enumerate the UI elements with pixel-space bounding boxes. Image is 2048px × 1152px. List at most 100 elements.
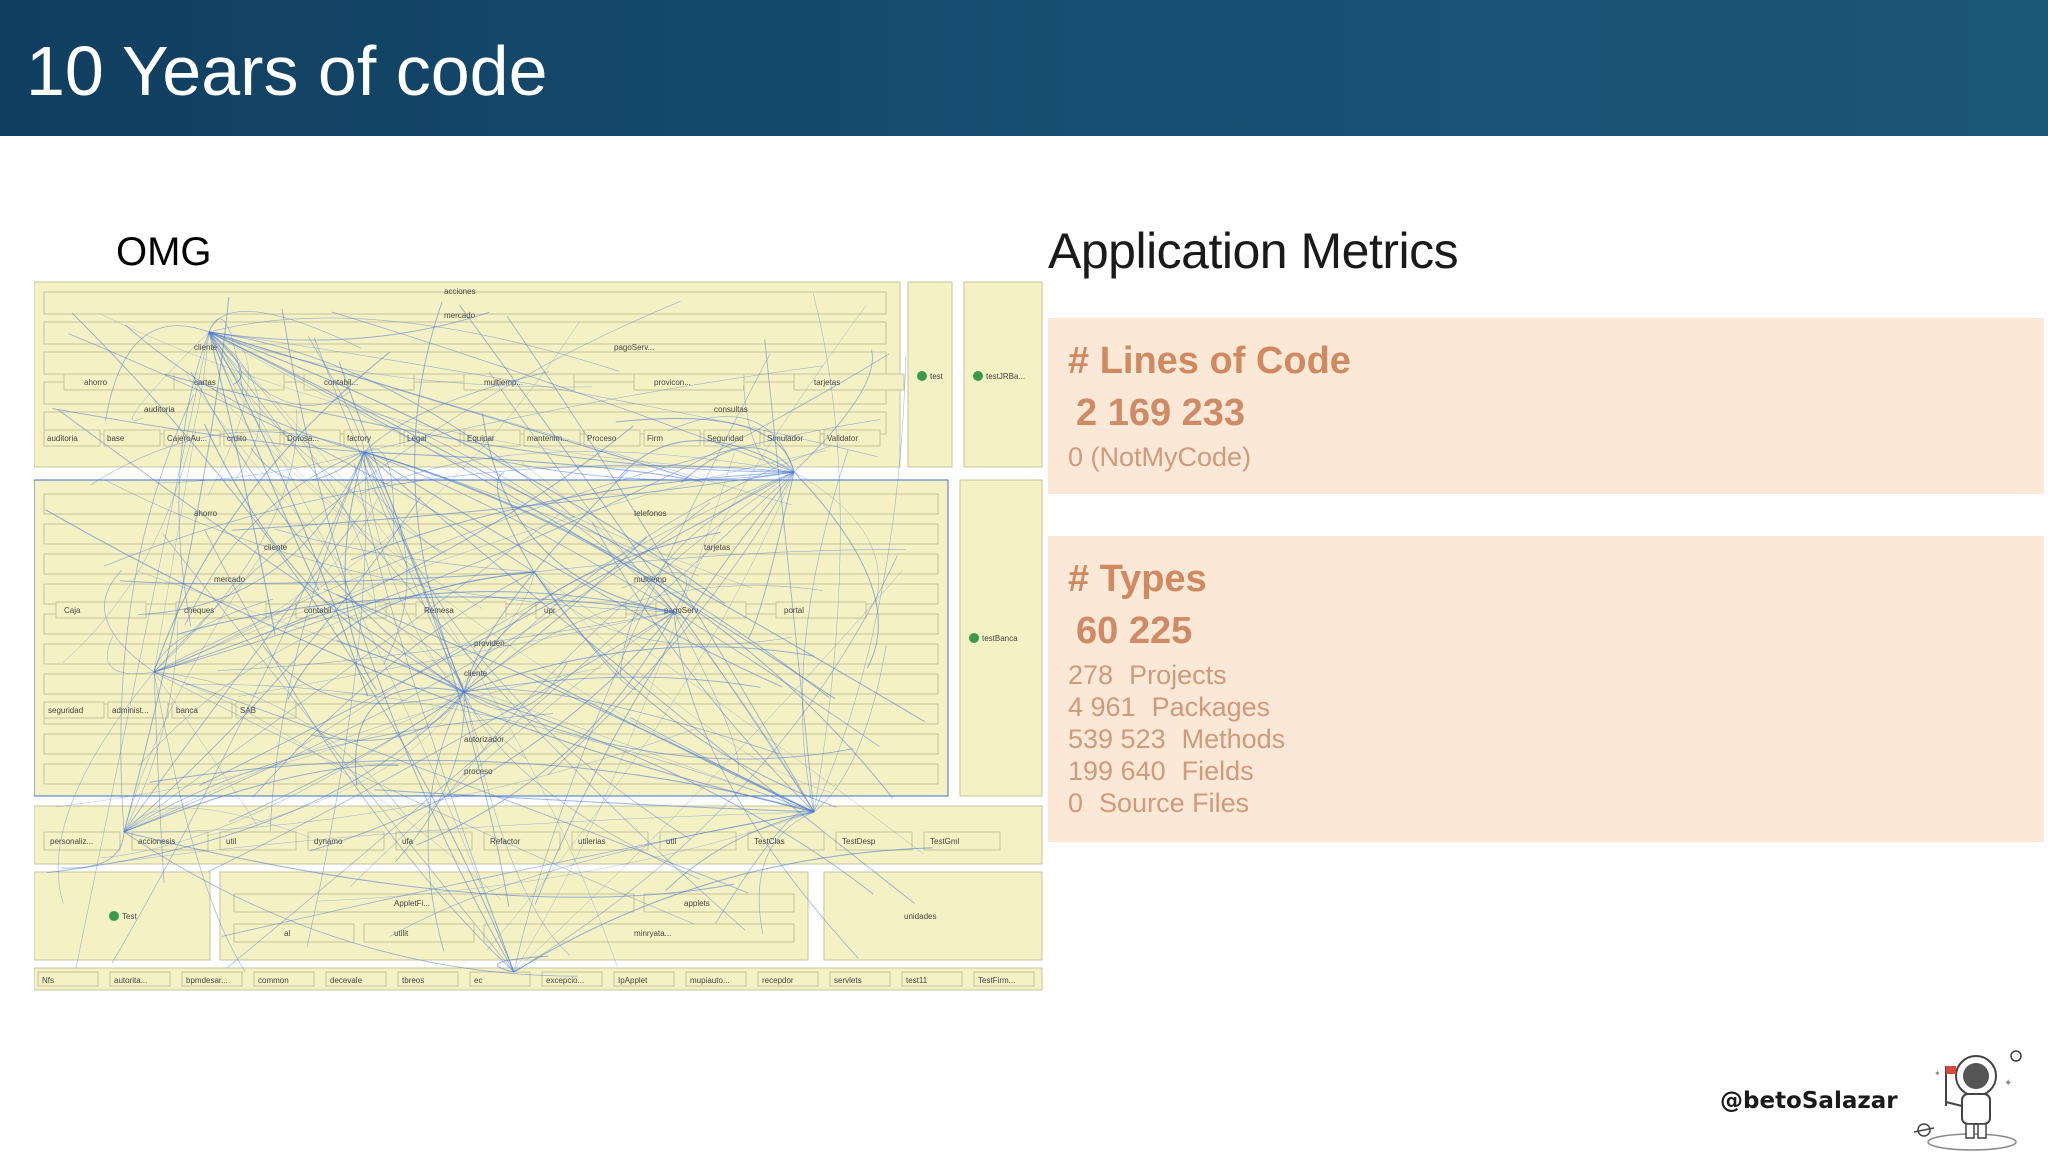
- dependency-edge: [486, 471, 795, 951]
- dependency-edge: [153, 301, 681, 673]
- class-marker: [973, 371, 983, 381]
- dependency-edge: [463, 691, 874, 895]
- diagram-label: applets: [684, 899, 710, 908]
- dependency-edge: [488, 371, 675, 613]
- dependency-edge: [153, 450, 827, 673]
- dependency-edge: [513, 847, 933, 973]
- dependency-edge: [463, 676, 761, 693]
- diagram-label: ahorro: [194, 509, 218, 518]
- dependency-edge: [208, 331, 878, 457]
- diagram-label: mupiauto...: [690, 976, 730, 985]
- dependency-edge: [363, 365, 824, 453]
- dependency-edge: [149, 759, 815, 813]
- dependency-edge: [513, 570, 903, 973]
- diagram-label: autorita...: [114, 976, 147, 985]
- dependency-edge: [307, 336, 365, 453]
- dependency-edge: [533, 673, 815, 813]
- dependency-edge: [107, 635, 155, 674]
- diagram-label: proceso: [464, 767, 493, 776]
- dependency-edge: [155, 451, 365, 484]
- diagram-group-bottom-right: [823, 871, 1043, 961]
- dependency-edge: [105, 479, 675, 613]
- dependency-edge: [52, 408, 365, 453]
- dependency-edge: [463, 585, 824, 693]
- dependency-edge: [184, 451, 365, 626]
- dependency-edge: [153, 671, 258, 826]
- diagram-label: unidades: [904, 912, 936, 921]
- dependency-edge: [199, 471, 795, 786]
- dependency-edge: [615, 417, 795, 473]
- dependency-edge: [281, 308, 515, 973]
- slide-header: 10 Years of code: [0, 0, 2048, 136]
- diagram-label: telefonos: [634, 509, 666, 518]
- dependency-edge: [363, 451, 527, 760]
- dependency-edge: [184, 684, 815, 813]
- dependency-edge: [459, 305, 815, 813]
- dependency-edge: [252, 571, 535, 798]
- lines-of-code-sub: 0 (NotMyCode): [1068, 442, 1252, 472]
- dependency-edge: [363, 451, 510, 907]
- dependency-edge: [208, 331, 618, 967]
- dependency-edge: [673, 305, 867, 613]
- diagram-label: base: [107, 434, 125, 443]
- dependency-edge: [123, 831, 735, 898]
- diagram-label: factory: [347, 434, 371, 443]
- dependency-edge: [71, 312, 515, 973]
- dependency-edge: [673, 611, 859, 959]
- dependency-edge: [374, 789, 815, 813]
- dependency-edge: [793, 471, 879, 669]
- dependency-edge: [208, 331, 752, 589]
- diagram-row-top: [43, 291, 887, 315]
- dependency-edge: [813, 354, 907, 813]
- diagram-node: [37, 971, 99, 987]
- dependency-edge: [153, 598, 274, 673]
- dependency-edge: [363, 371, 549, 453]
- dependency-edge: [104, 570, 155, 673]
- diagram-row-middle: [43, 673, 939, 695]
- dependency-edge: [153, 419, 881, 673]
- dependency-edge: [323, 588, 465, 693]
- dependency-edge: [349, 611, 675, 888]
- diagram-label: Equipar: [467, 434, 495, 443]
- dependency-edge: [463, 691, 854, 760]
- metric-number: 278: [1068, 660, 1114, 690]
- dependency-edge: [801, 449, 849, 813]
- dependency-edge: [274, 528, 535, 573]
- dependency-edge: [100, 691, 465, 859]
- diagram-node: [685, 971, 747, 987]
- diagram-label: ec: [474, 976, 482, 985]
- diagram-label: contabil...: [324, 378, 358, 387]
- diagram-label: Legal: [407, 434, 427, 443]
- dependency-edge: [208, 311, 490, 341]
- diagram-label: personaliz...: [50, 837, 93, 846]
- lines-of-code-value: 2 169 233: [1076, 392, 1246, 434]
- diagram-label: bpmdesar...: [186, 976, 228, 985]
- dependency-edge: [363, 451, 783, 688]
- dependency-edge: [231, 471, 795, 531]
- dependency-edge: [208, 317, 620, 372]
- dependency-edge: [513, 451, 735, 973]
- diagram-label: test11: [906, 976, 928, 985]
- dependency-edge: [416, 611, 675, 846]
- diagram-label: Refactor: [490, 837, 521, 846]
- dependency-edge: [793, 471, 879, 603]
- diagram-label: utilerias: [578, 837, 606, 846]
- dependency-edge: [190, 371, 465, 693]
- dependency-edge: [55, 691, 465, 808]
- dependency-edge: [363, 451, 699, 577]
- diagram-node: [283, 429, 341, 447]
- dependency-edge: [221, 811, 815, 937]
- metric-number: 199 640: [1068, 756, 1166, 786]
- dependency-edge: [533, 571, 924, 855]
- dependency-edge: [793, 349, 873, 473]
- diagram-node: [253, 971, 315, 987]
- diagram-label: Validator: [827, 434, 858, 443]
- diagram-label: testJRBa...: [986, 372, 1025, 381]
- dependency-edge: [715, 809, 815, 924]
- diagram-label: recepdor: [762, 976, 794, 985]
- dependency-edge: [177, 596, 675, 635]
- diagram-row-middle: [43, 583, 939, 605]
- dependency-edge: [353, 463, 515, 973]
- dependency-edge: [262, 645, 465, 705]
